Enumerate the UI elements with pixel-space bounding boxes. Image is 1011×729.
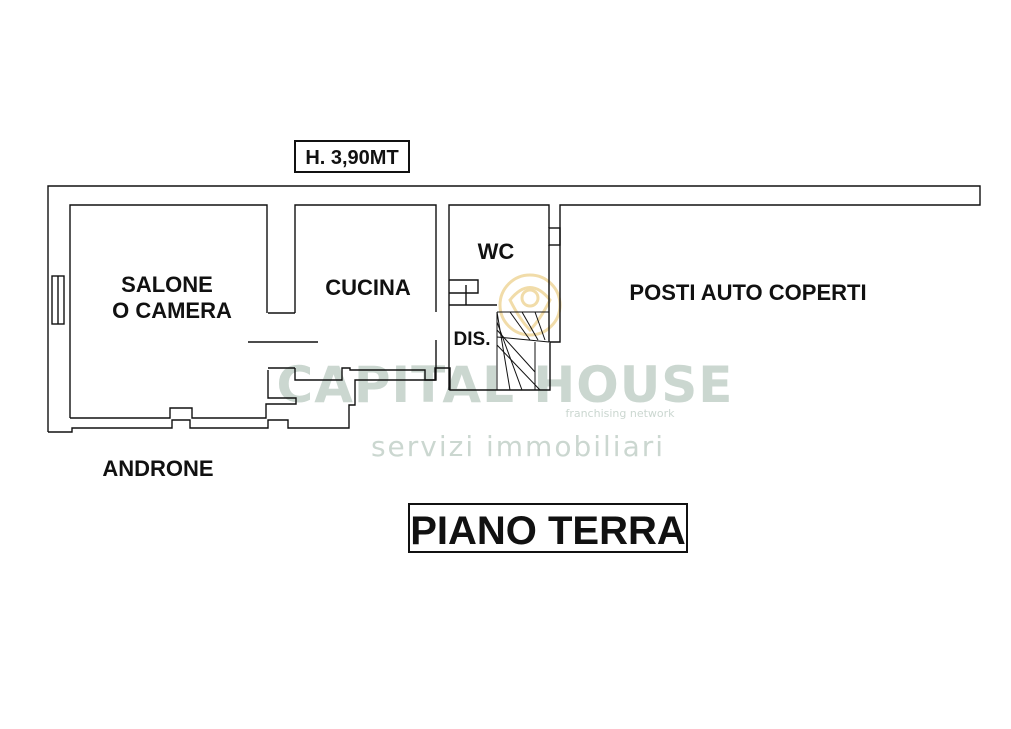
- floor-title: PIANO TERRA: [410, 509, 686, 553]
- salone-inner-wall: [69, 204, 268, 418]
- watermark-subtitle: servizi immobiliari: [371, 430, 665, 463]
- room-label-cucina: CUCINA: [325, 275, 411, 300]
- stair: [496, 311, 550, 391]
- room-label-posti-auto: POSTI AUTO COPERTI: [629, 280, 866, 305]
- room-label-androne: ANDRONE: [102, 456, 213, 481]
- cucina-bottom-wall: [294, 340, 437, 381]
- wc-inner-wall: [449, 279, 479, 294]
- watermark-brand: CAPITAL HOUSE: [277, 356, 734, 414]
- wc-window: [548, 227, 561, 246]
- outer-wall: [47, 185, 981, 433]
- room-label-wc: WC: [478, 239, 515, 264]
- room-label-salone-2: O CAMERA: [112, 298, 232, 323]
- height-label-box: H. 3,90MT: [294, 140, 410, 173]
- cucina-wall: [294, 204, 437, 313]
- salone-bottom-wall: [70, 370, 297, 419]
- height-label: H. 3,90MT: [305, 147, 398, 169]
- room-label-salone-1: SALONE: [121, 272, 213, 297]
- floor-title-box: PIANO TERRA: [408, 503, 688, 553]
- walls: [47, 185, 981, 433]
- wc-wall: [448, 204, 550, 390]
- watermark-tagline: franchising network: [565, 407, 675, 420]
- room-label-dis: DIS.: [454, 329, 491, 350]
